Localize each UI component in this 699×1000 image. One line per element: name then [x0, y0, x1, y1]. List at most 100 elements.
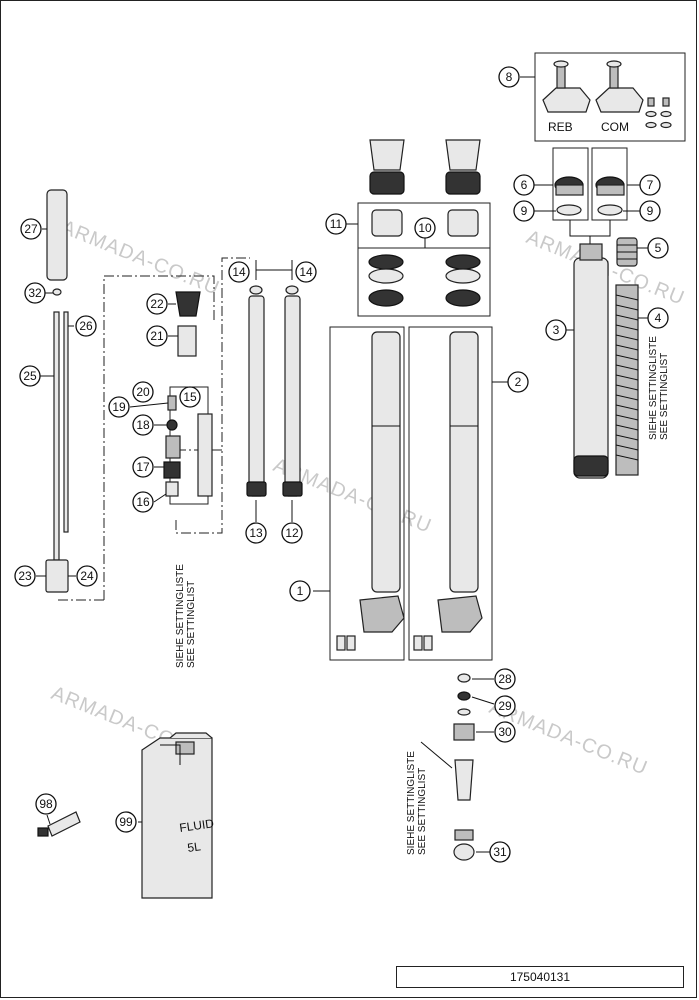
fork-cap-right [595, 176, 625, 216]
callout-11: 11 [325, 213, 347, 235]
part-1-box [329, 326, 405, 661]
callout-26: 26 [75, 315, 97, 337]
tube-12 [282, 285, 303, 497]
svg-text:28: 28 [498, 672, 512, 686]
svg-text:14: 14 [232, 265, 246, 279]
svg-text:29: 29 [498, 699, 512, 713]
svg-text:22: 22 [150, 297, 164, 311]
valve-parts [163, 291, 213, 497]
callout-9-left: 9 [513, 200, 535, 222]
part-2-box [408, 326, 493, 661]
svg-text:24: 24 [80, 569, 94, 583]
svg-text:9: 9 [647, 204, 654, 218]
svg-text:10: 10 [418, 221, 432, 235]
svg-text:9: 9 [521, 204, 528, 218]
svg-text:11: 11 [330, 217, 343, 231]
reb-adjuster-icon [542, 60, 591, 113]
callout-30: 30 [494, 721, 516, 743]
left-assembly-outline [103, 257, 250, 600]
callout-21: 21 [146, 325, 168, 347]
fluid-can-label-2: 5L [186, 839, 201, 855]
fluid-can-label-1: FLUID [178, 816, 215, 835]
reb-label: REB [548, 120, 573, 134]
dust-wipers-top [369, 139, 481, 195]
callout-98: 98 [35, 793, 57, 815]
setting-note-valve-en: SEE SETTINGLIST [186, 581, 197, 668]
callout-23: 23 [14, 565, 36, 587]
document-number: 175040131 [396, 966, 684, 988]
svg-text:1: 1 [297, 584, 304, 598]
callout-14-left: 14 [228, 261, 250, 283]
callout-4: 4 [647, 307, 669, 329]
callout-5: 5 [647, 237, 669, 259]
svg-text:8: 8 [506, 70, 513, 84]
screw-washer-icons [645, 97, 672, 129]
fork-cap-left [554, 176, 584, 216]
fluid-can-99: FLUID 5L [141, 732, 215, 899]
callout-18: 18 [132, 414, 154, 436]
svg-text:13: 13 [249, 526, 263, 540]
svg-text:25: 25 [23, 369, 37, 383]
svg-text:7: 7 [647, 178, 654, 192]
fork-leg-2 [413, 331, 483, 651]
svg-text:19: 19 [112, 400, 126, 414]
bushings-11 [371, 209, 479, 237]
grease-tube-98 [37, 811, 81, 837]
part-8-box [534, 52, 686, 142]
com-adjuster-icon [595, 60, 644, 113]
svg-text:99: 99 [119, 815, 133, 829]
callout-13: 13 [245, 522, 267, 544]
callout-15: 15 [179, 386, 201, 408]
callout-29: 29 [494, 695, 516, 717]
svg-text:30: 30 [498, 725, 512, 739]
svg-text:27: 27 [24, 222, 38, 236]
callout-25: 25 [19, 365, 41, 387]
svg-text:32: 32 [28, 286, 42, 300]
tube-13 [246, 285, 267, 497]
callout-3: 3 [545, 319, 567, 341]
seals-10 [368, 254, 481, 307]
svg-text:16: 16 [136, 495, 150, 509]
callout-16: 16 [132, 491, 154, 513]
svg-text:5: 5 [655, 241, 662, 255]
callout-14-right: 14 [295, 261, 317, 283]
callout-28: 28 [494, 668, 516, 690]
svg-text:12: 12 [285, 526, 299, 540]
svg-text:20: 20 [136, 385, 150, 399]
svg-text:31: 31 [493, 845, 507, 859]
setting-note-valve-de: SIEHE SETTINGLISTE [175, 564, 186, 668]
spring-4 [615, 284, 639, 476]
callout-7: 7 [639, 174, 661, 196]
lower-parts [453, 673, 475, 861]
callout-6: 6 [513, 174, 535, 196]
svg-text:17: 17 [136, 460, 150, 474]
svg-text:18: 18 [136, 418, 150, 432]
com-label: COM [601, 120, 629, 134]
callout-32: 32 [24, 282, 46, 304]
callout-99: 99 [115, 811, 137, 833]
part-10-box [357, 247, 491, 317]
spring-5 [616, 237, 638, 267]
watermark-1: ARMADA-CO.RU [58, 216, 223, 300]
callout-8: 8 [498, 66, 520, 88]
callout-2: 2 [507, 371, 529, 393]
part-14-bracket [255, 269, 293, 280]
callout-22: 22 [146, 293, 168, 315]
cartridge-3 [573, 243, 609, 479]
callout-9-right: 9 [639, 200, 661, 222]
svg-text:21: 21 [150, 329, 164, 343]
fork-leg-1 [336, 331, 405, 651]
svg-text:2: 2 [515, 375, 522, 389]
setting-note-lower-de: SIEHE SETTINGLISTE [406, 751, 417, 855]
svg-text:6: 6 [521, 178, 528, 192]
callout-27: 27 [20, 218, 42, 240]
callout-17: 17 [132, 456, 154, 478]
svg-text:15: 15 [183, 390, 197, 404]
svg-text:98: 98 [39, 797, 53, 811]
callout-1: 1 [289, 580, 311, 602]
callout-24: 24 [76, 565, 98, 587]
setting-note-lower-en: SEE SETTINGLIST [417, 768, 428, 855]
callout-31: 31 [489, 841, 511, 863]
